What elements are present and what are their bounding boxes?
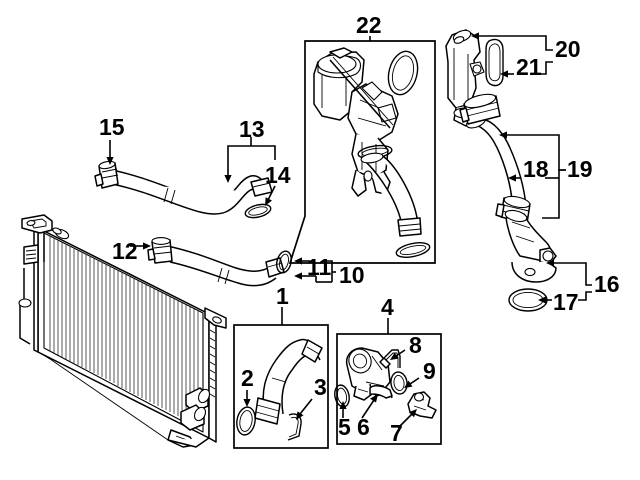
box-4-thermostat xyxy=(334,333,442,445)
callout-11: 11 xyxy=(307,254,332,280)
water-pump xyxy=(313,47,399,197)
upper-hose-assembly xyxy=(94,160,273,219)
hose-clamp-12 xyxy=(147,237,173,264)
pump-o-ring-bottom xyxy=(395,242,431,258)
pump-outlet-pipe xyxy=(360,152,422,237)
wire-clip-8 xyxy=(381,349,401,368)
box-1-upper-hose xyxy=(233,324,329,449)
pipe-flange-fitting-16 xyxy=(504,209,557,283)
callout-14: 14 xyxy=(265,162,291,188)
sensor-o-ring-9 xyxy=(390,371,408,395)
callout-13: 13 xyxy=(239,116,265,142)
callout-4: 4 xyxy=(381,294,394,320)
callout-19: 19 xyxy=(567,156,593,182)
hose-o-ring-2 xyxy=(236,406,256,436)
callout-18: 18 xyxy=(523,156,549,182)
callout-6: 6 xyxy=(357,414,370,440)
callout-8: 8 xyxy=(409,332,422,358)
elbow-gasket-21 xyxy=(485,38,504,87)
callout-9: 9 xyxy=(423,358,436,384)
pump-o-ring-large xyxy=(387,50,419,96)
callout-20: 20 xyxy=(555,36,581,62)
radiator xyxy=(18,214,227,448)
callout-15: 15 xyxy=(99,114,125,140)
coolant-pipe-assembly xyxy=(459,93,557,312)
callout-22: 22 xyxy=(356,12,382,38)
callout-12: 12 xyxy=(112,238,138,264)
callout-7: 7 xyxy=(390,420,403,446)
box-22-pump-assembly xyxy=(288,40,436,264)
callout-21: 21 xyxy=(516,54,542,80)
callout-10: 10 xyxy=(339,262,365,288)
callout-5: 5 xyxy=(338,414,351,440)
callout-3: 3 xyxy=(314,374,327,400)
callout-17: 17 xyxy=(553,289,579,315)
hose-clamp-15 xyxy=(94,160,119,189)
callout-1: 1 xyxy=(276,283,289,309)
callout-2: 2 xyxy=(241,365,254,391)
callout-16: 16 xyxy=(594,271,620,297)
leader-lines xyxy=(106,32,592,429)
lower-hose-assembly xyxy=(147,237,292,287)
thermostat-housing xyxy=(345,347,391,401)
pipe-clamp-top xyxy=(459,93,501,125)
